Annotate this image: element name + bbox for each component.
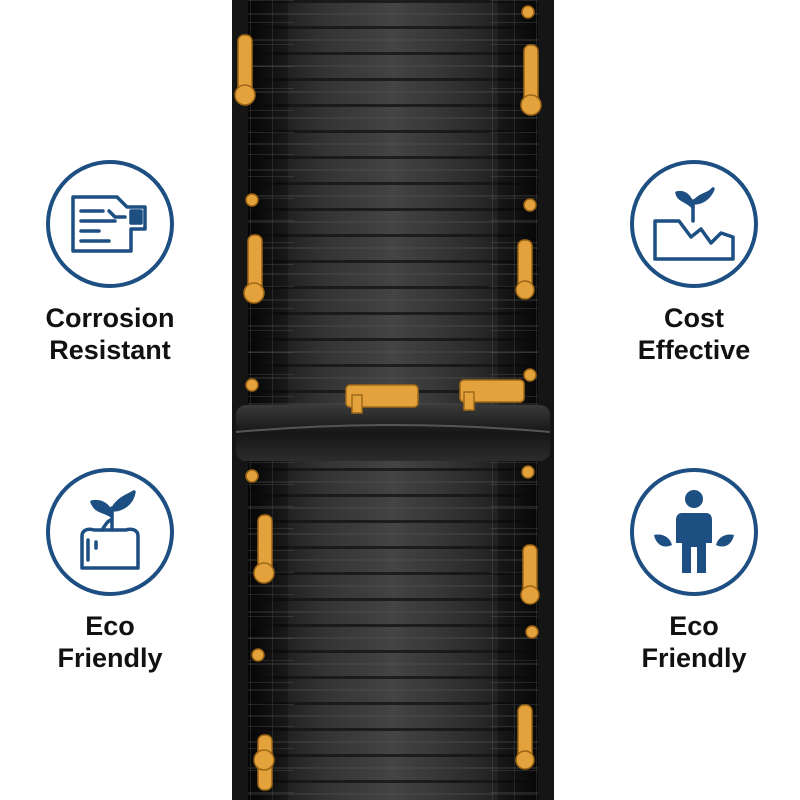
feature-label: Eco Friendly (57, 610, 162, 674)
eco-friendly-plant-icon (46, 468, 174, 596)
feature-label: Corrosion Resistant (45, 302, 174, 366)
feature-label: Eco Friendly (641, 610, 746, 674)
feature-eco-friendly-plant: Eco Friendly (0, 468, 230, 674)
feature-cost-effective: Cost Effective (574, 160, 800, 366)
feature-label-line1: Eco (85, 611, 135, 641)
feature-label-line1: Eco (669, 611, 719, 641)
feature-label-line1: Cost (664, 303, 724, 333)
feature-label-line2: Effective (637, 335, 751, 365)
feature-corrosion-resistant: Corrosion Resistant (0, 160, 230, 366)
feature-label-line2: Friendly (641, 643, 747, 673)
feature-label-line1: Corrosion (45, 303, 175, 333)
feature-eco-friendly-person: Eco Friendly (574, 468, 800, 674)
feature-label: Cost Effective (638, 302, 751, 366)
corrosion-resistant-icon (46, 160, 174, 288)
column-formwork-photo (232, 0, 554, 800)
feature-label-line2: Resistant (49, 335, 171, 365)
feature-label-line2: Friendly (57, 643, 163, 673)
eco-friendly-person-icon (630, 468, 758, 596)
cost-effective-icon (630, 160, 758, 288)
